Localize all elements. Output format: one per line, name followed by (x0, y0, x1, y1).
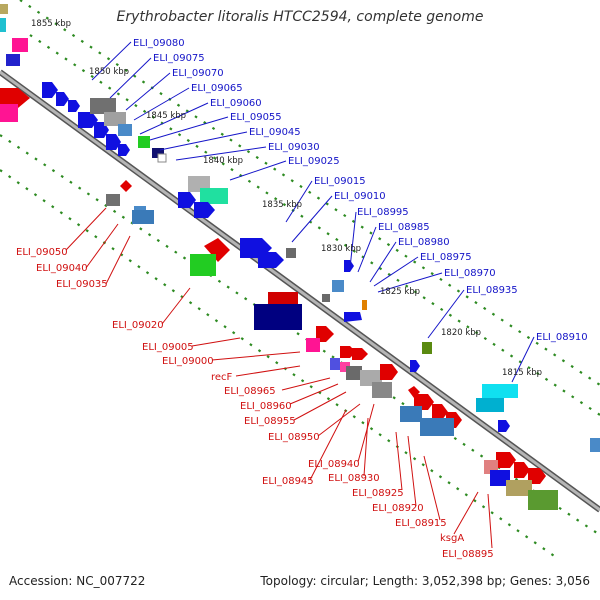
ruler-label: 1845 kbp (146, 111, 186, 121)
gene-label: ELI_08965 (224, 386, 276, 397)
gene-label: ELI_08985 (378, 222, 430, 233)
gene-label: ELI_08955 (244, 416, 296, 427)
gene-label: ELI_08945 (262, 476, 314, 487)
gene-label: ELI_08920 (372, 503, 424, 514)
gene-label: ELI_08950 (268, 432, 320, 443)
gene-label: ELI_09045 (249, 127, 301, 138)
gene-label: ksgA (440, 533, 464, 544)
gene-label: ELI_09005 (142, 342, 194, 353)
genome-backbone (0, 69, 600, 513)
gene-label: ELI_09025 (288, 156, 340, 167)
ruler-label: 1825 kbp (380, 287, 420, 297)
ruler-label: 1815 kbp (502, 368, 542, 378)
gene-label: ELI_09065 (191, 83, 243, 94)
ruler-labels: 1855 kbp 1850 kbp 1845 kbp 1840 kbp 1835… (31, 19, 542, 378)
ruler-label: 1840 kbp (203, 156, 243, 166)
ruler-label: 1830 kbp (321, 244, 361, 254)
gene-label: ELI_08935 (466, 285, 518, 296)
forward-gene-labels: ELI_09080 ELI_09075 ELI_09070 ELI_09065 … (133, 38, 588, 343)
gene-label: ELI_09055 (230, 112, 282, 123)
gene-label: ELI_09030 (268, 142, 320, 153)
gene-label: ELI_09050 (16, 247, 68, 258)
gene-label: ELI_08910 (536, 332, 588, 343)
gene-label: ELI_08970 (444, 268, 496, 279)
gene-label: ELI_09020 (112, 320, 164, 331)
ruler-label: 1855 kbp (31, 19, 71, 29)
ruler-label: 1835 kbp (262, 200, 302, 210)
gene-label: ELI_09070 (172, 68, 224, 79)
gene-label: ELI_08940 (308, 459, 360, 470)
gene-label: ELI_08930 (328, 473, 380, 484)
gene-label: ELI_08925 (352, 488, 404, 499)
gene-label: ELI_08980 (398, 237, 450, 248)
accession-label: Accession: NC_007722 (9, 574, 146, 588)
gene-label: ELI_09040 (36, 263, 88, 274)
ruler-label: 1850 kbp (89, 67, 129, 77)
gene-label: ELI_08915 (395, 518, 447, 529)
gene-label: ELI_08995 (357, 207, 409, 218)
genome-summary: Topology: circular; Length: 3,052,398 bp… (260, 574, 590, 588)
gene-label: ELI_08975 (420, 252, 472, 263)
gene-label: ELI_09000 (162, 356, 214, 367)
leader-lines (65, 41, 535, 549)
gene-label: ELI_09060 (210, 98, 262, 109)
guide-lines (0, 0, 600, 561)
gene-label: ELI_09010 (334, 191, 386, 202)
gene-features (0, 4, 600, 510)
gene-label: ELI_09075 (153, 53, 205, 64)
gene-label: ELI_08895 (442, 549, 494, 560)
gene-label: ELI_09080 (133, 38, 185, 49)
ruler-label: 1820 kbp (441, 328, 481, 338)
gene-label: ELI_09035 (56, 279, 108, 290)
reverse-gene-labels: ELI_09050 ELI_09040 ELI_09035 ELI_09020 … (16, 247, 494, 560)
gene-label: recF (211, 372, 233, 383)
gene-label: ELI_08960 (240, 401, 292, 412)
map-title: Erythrobacter litoralis HTCC2594, comple… (116, 9, 484, 25)
gene-label: ELI_09015 (314, 176, 366, 187)
